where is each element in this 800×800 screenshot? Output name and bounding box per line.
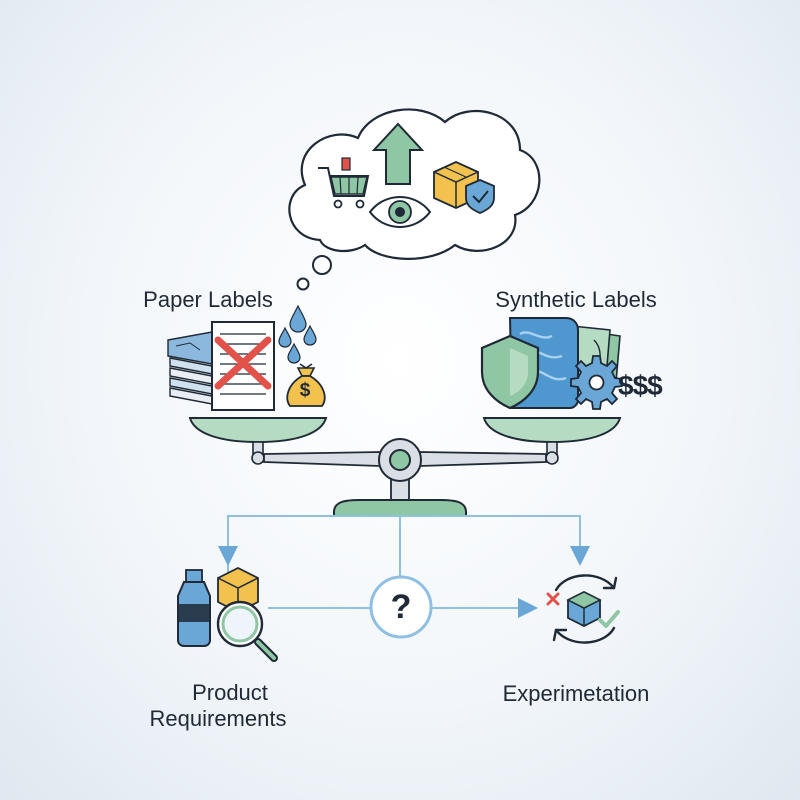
crossed-document-icon	[211, 321, 275, 411]
synthetic-labels-caption: Synthetic Labels	[495, 287, 657, 312]
money-bag-symbol: $	[299, 380, 311, 401]
money-bag-icon	[286, 363, 326, 407]
flow-connectors	[218, 515, 590, 618]
cross-icon	[546, 592, 560, 606]
paper-stack-icon	[167, 331, 213, 405]
shopping-cart-icon	[318, 157, 370, 209]
paper-labels-caption: Paper Labels	[143, 287, 273, 312]
up-arrow-icon	[371, 122, 425, 185]
cube-icon	[566, 590, 602, 628]
magnifier-icon	[216, 600, 278, 662]
package-shield-icon	[433, 161, 495, 214]
product-requirements-caption-line2: Requirements	[149, 706, 287, 731]
experimentation-caption: Experimetation	[502, 681, 650, 706]
cycle-arrows-icon	[552, 574, 618, 644]
question-icon	[369, 575, 433, 639]
shield-icon	[480, 334, 540, 410]
product-requirements-caption-line1: Product	[192, 680, 268, 705]
gear-icon	[570, 355, 623, 410]
thought-cloud	[288, 108, 541, 291]
check-icon	[598, 610, 620, 628]
eye-icon	[368, 196, 432, 228]
cost-symbol: $$$	[618, 370, 663, 401]
balance-scale	[188, 417, 622, 517]
question-mark: ?	[390, 588, 412, 626]
water-drops-icon	[278, 304, 317, 364]
bottle-icon	[177, 569, 211, 647]
